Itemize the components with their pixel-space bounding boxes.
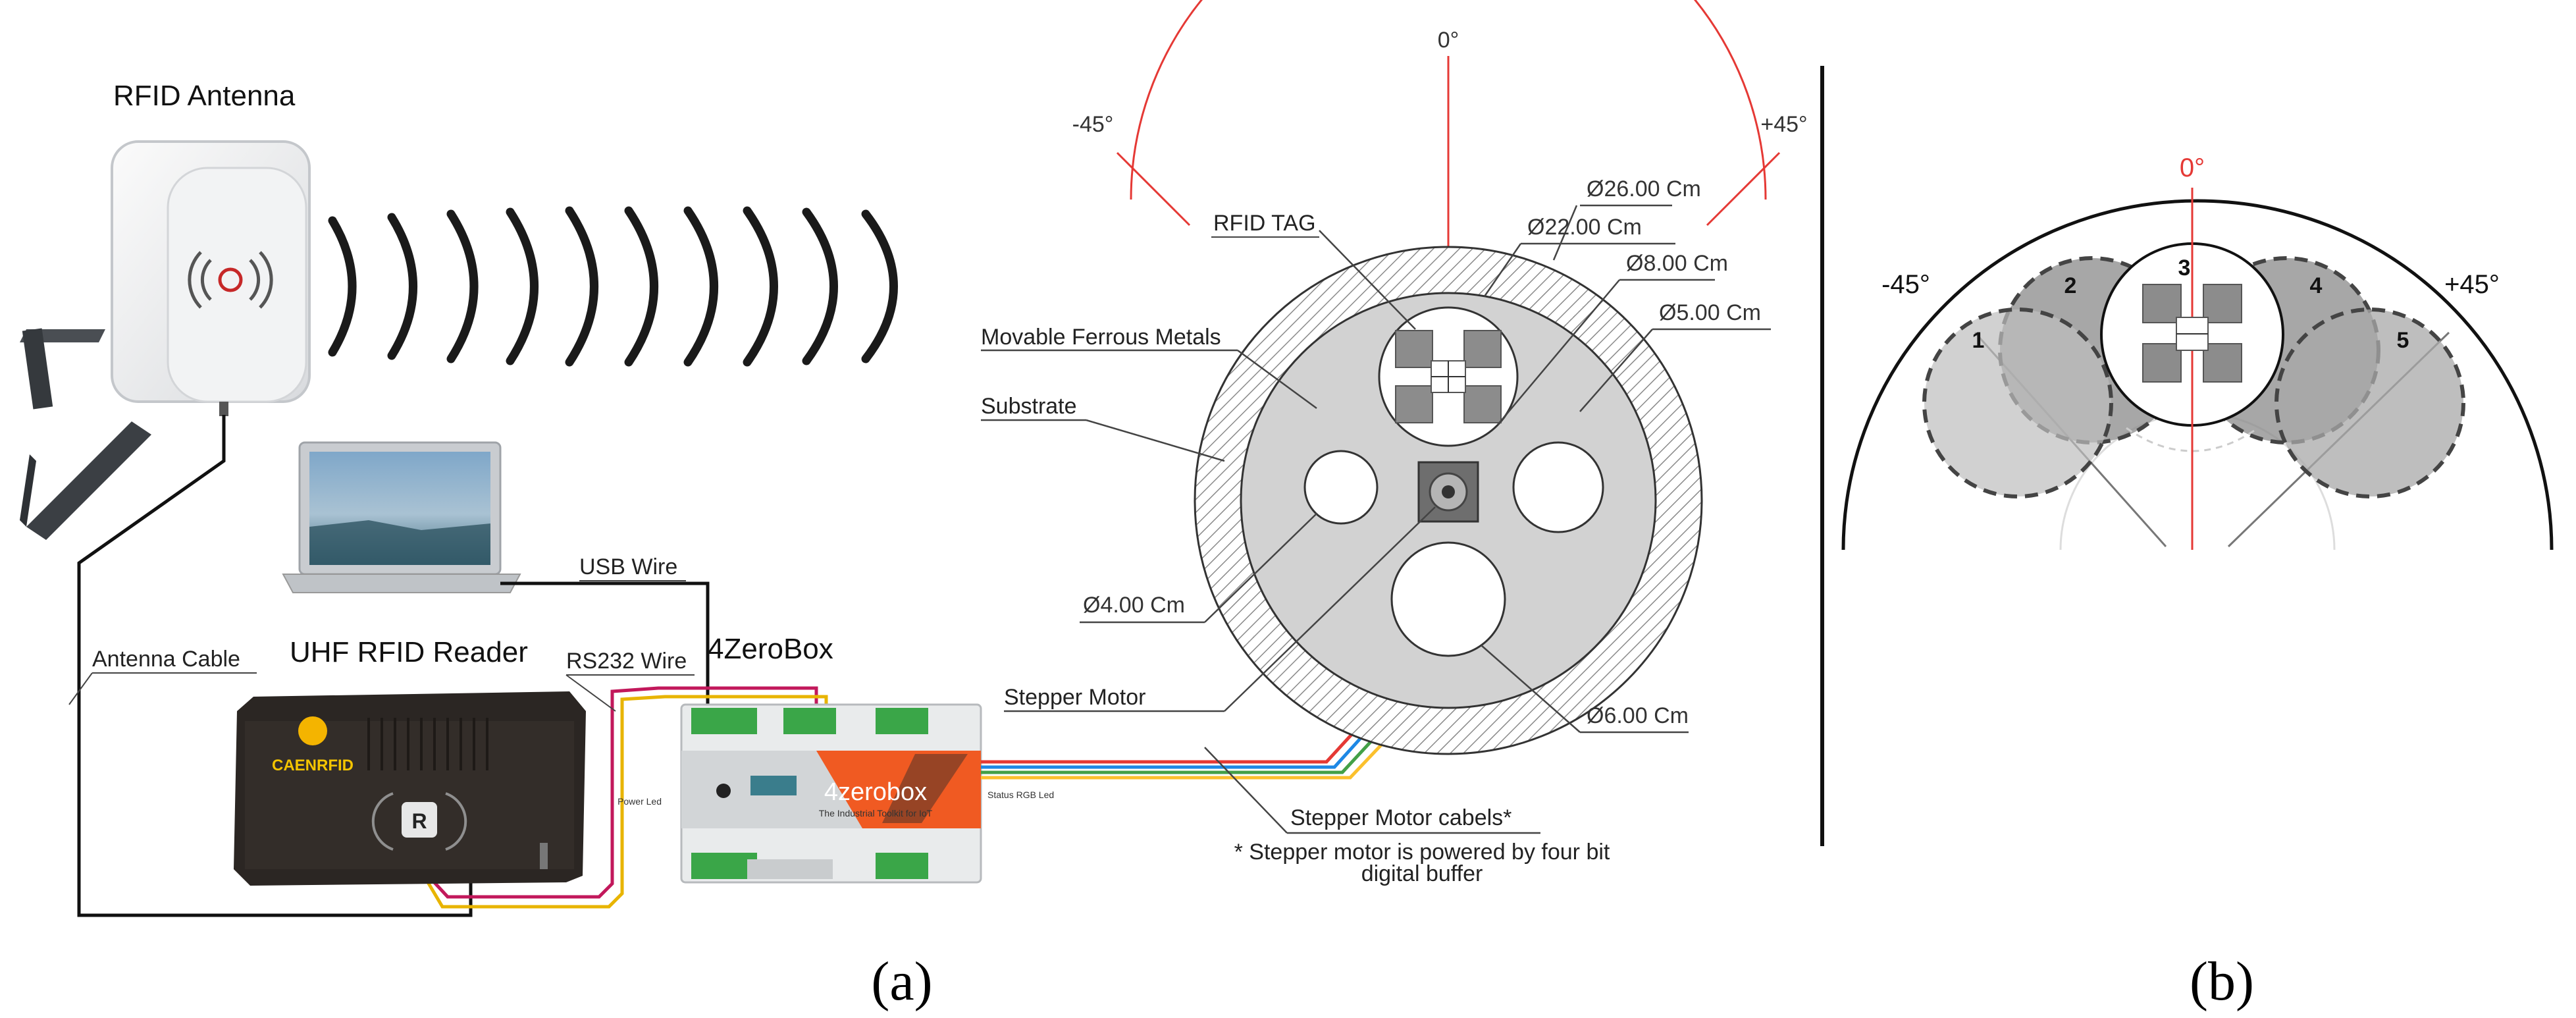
position-label-2: 2 <box>2064 273 2077 298</box>
angle-plus45-a: +45° <box>1760 112 1807 137</box>
svg-text:R: R <box>411 809 427 833</box>
rfid-tag-icon <box>1395 330 1502 423</box>
status-led-label: Status RGB Led <box>987 790 1054 800</box>
antenna-cable <box>77 415 473 917</box>
zerobox-device: 4zerobox The Industrial Toolkit for IoT … <box>618 703 1054 884</box>
reader-badge-icon: R <box>371 792 467 851</box>
label-antenna-cable: Antenna Cable <box>92 647 240 672</box>
position-5-disc <box>2274 308 2465 498</box>
dim-5cm: Ø5.00 Cm <box>1659 300 1761 325</box>
usb-wire <box>500 581 710 721</box>
panel-a-labels: RFID Antenna USB Wire Antenna Cable UHF … <box>68 80 1610 1012</box>
label-4zerobox: 4ZeroBox <box>708 633 833 665</box>
dim-6cm: Ø6.00 Cm <box>1587 703 1689 728</box>
angle-minus45-b: -45° <box>1881 270 1930 299</box>
label-stepper-cables: Stepper Motor cabels* <box>1290 805 1511 830</box>
uhf-rfid-reader: CAENRFID R <box>234 691 586 886</box>
rf-waves <box>328 206 898 367</box>
label-usb-wire: USB Wire <box>579 554 677 579</box>
label-rfid-tag: RFID TAG <box>1213 211 1316 236</box>
label-rfid-antenna: RFID Antenna <box>113 80 296 112</box>
dim-22cm: Ø22.00 Cm <box>1527 215 1642 240</box>
rs232-wire-magenta <box>430 686 818 899</box>
caption-a: (a) <box>871 951 932 1012</box>
position-label-3: 3 <box>2178 255 2191 281</box>
stepper-motor-icon <box>1417 461 1479 523</box>
angle-zero-b: 0° <box>2180 153 2205 182</box>
caption-b: (b) <box>2190 951 2254 1012</box>
zerobox-brand: 4zerobox <box>824 778 927 806</box>
panel-b-diagram: 0° -45° +45° 1 2 3 4 5 (b) <box>1841 153 2554 1012</box>
rfid-logo-icon <box>188 251 273 309</box>
power-led-label: Power Led <box>618 796 662 807</box>
rfid-tag-b-icon <box>2142 284 2242 383</box>
label-rs232-wire: RS232 Wire <box>566 649 687 674</box>
angle-arc-a <box>1130 0 1767 200</box>
angle-zero-a: 0° <box>1438 28 1459 53</box>
hole-right <box>1512 441 1604 533</box>
label-uhf-reader: UHF RFID Reader <box>290 636 528 668</box>
caen-logo: CAENRFID <box>272 757 354 774</box>
rfid-antenna <box>20 140 311 540</box>
angle-minus45-a: -45° <box>1072 112 1114 137</box>
panel-a-turntable: 0° -45° +45° Ø26.00 Cm Ø22.00 Cm Ø8.00 C… <box>981 0 1808 834</box>
label-stepper-motor: Stepper Motor <box>1004 685 1145 710</box>
label-movable-metals: Movable Ferrous Metals <box>981 325 1221 350</box>
footnote-line-2: digital buffer <box>1361 861 1483 886</box>
dim-26cm: Ø26.00 Cm <box>1587 176 1701 201</box>
angle-plus45-b: +45° <box>2444 270 2500 299</box>
position-1-disc <box>1922 308 2113 498</box>
label-substrate: Substrate <box>981 394 1077 419</box>
stepper-motor-cables <box>981 728 1387 780</box>
rs232-wire-yellow <box>426 695 828 909</box>
dimension-leaders <box>981 204 1771 834</box>
footnote-line-1: * Stepper motor is powered by four bit <box>1234 840 1610 865</box>
hole-left <box>1303 450 1379 525</box>
hole-bottom <box>1390 541 1506 657</box>
zerobox-tagline: The Industrial Toolkit for IoT <box>819 808 933 818</box>
position-label-1: 1 <box>1972 328 1985 353</box>
dim-4cm: Ø4.00 Cm <box>1083 593 1185 618</box>
dim-8cm: Ø8.00 Cm <box>1626 251 1728 276</box>
position-label-5: 5 <box>2397 328 2409 353</box>
laptop <box>282 441 521 593</box>
panel-a-hardware: CAENRFID R 4zerobox The Industri <box>20 140 1387 917</box>
position-label-4: 4 <box>2310 273 2323 298</box>
